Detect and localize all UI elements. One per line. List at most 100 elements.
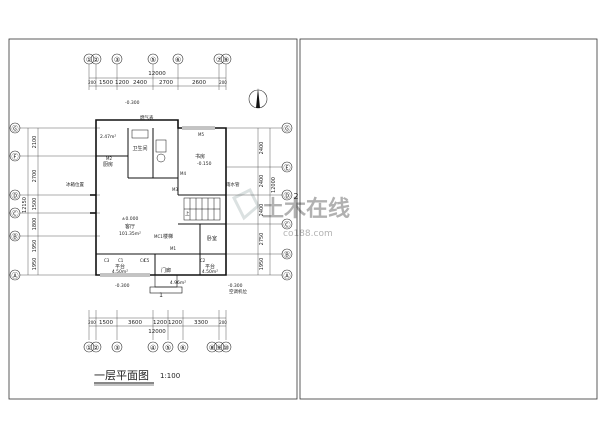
room-kitchen: 厨房 [103,161,113,168]
room-bed1: 卧室 [207,235,217,242]
svg-text:101.35m²: 101.35m² [119,231,141,237]
svg-text:2400: 2400 [133,80,147,86]
svg-text:2700: 2700 [32,170,38,183]
svg-text:Ⓕ: Ⓕ [12,153,19,161]
svg-text:上: 上 [185,210,190,217]
svg-text:M5: M5 [198,132,204,137]
svg-text:-0.300: -0.300 [228,283,243,289]
annotations: ±0.000 101.35m² -0.300 -0.150 -0.300 -0.… [66,100,247,299]
svg-text:1950: 1950 [32,240,38,253]
svg-text:1950: 1950 [259,258,265,271]
svg-text:⑧: ⑧ [209,344,215,352]
svg-text:-0.150: -0.150 [197,161,212,167]
room-labels: 厨房 书房 卫生间 客厅 卧室 楼梯 门廊 平台 平台 [103,145,217,274]
svg-text:1500: 1500 [32,198,38,211]
room-bath: 卫生间 [132,145,147,152]
svg-text:co188.com: co188.com [283,229,333,239]
svg-text:Ⓔ: Ⓔ [284,164,291,172]
exterior-walls [90,119,227,276]
svg-text:200: 200 [88,80,96,85]
porch-steps [149,274,183,294]
svg-text:±0.000: ±0.000 [122,216,139,222]
svg-text:2600: 2600 [192,80,206,86]
bath-fixtures [131,129,167,163]
svg-text:⑨: ⑨ [216,344,222,352]
svg-text:-0.300: -0.300 [115,283,130,289]
dimension-chain-bottom: 200 1500 3600 1200 1200 3300 200 12000 [88,310,227,340]
svg-text:⑨: ⑨ [223,56,229,64]
svg-text:空调机位: 空调机位 [229,288,247,295]
window-markers [100,126,215,277]
room-porch: 门廊 [161,267,171,274]
axis-bubbles-left: Ⓖ Ⓕ Ⓓ Ⓒ Ⓑ Ⓐ [9,122,21,281]
svg-text:Ⓐ: Ⓐ [12,272,19,280]
svg-text:⑥: ⑥ [175,56,181,64]
svg-text:C1: C1 [118,258,124,263]
component-codes: C1 C2 C3 C4 C5 M1 M2 M3 M4 M5 MC1 [104,132,206,263]
svg-text:2750: 2750 [259,233,265,246]
svg-text:3300: 3300 [194,320,208,326]
svg-text:Ⓓ: Ⓓ [12,192,19,200]
svg-text:1200: 1200 [153,320,167,326]
svg-text:②: ② [93,56,99,64]
svg-text:1800: 1800 [32,218,38,231]
north-arrow-icon [248,88,268,109]
svg-text:⑥: ⑥ [180,344,186,352]
sheet-frame-left [8,38,298,400]
room-terrace1: 平台 [115,263,125,270]
svg-text:Ⓑ: Ⓑ [12,233,19,241]
svg-text:M3: M3 [172,187,178,192]
svg-text:C3: C3 [104,258,110,263]
svg-text:③: ③ [114,56,120,64]
drawing-scale: 1:100 [160,372,180,380]
svg-text:Ⓖ: Ⓖ [284,125,291,133]
svg-text:Ⓒ: Ⓒ [284,221,291,229]
svg-text:1200: 1200 [115,80,129,86]
svg-text:⑩: ⑩ [223,344,229,352]
svg-text:燃气表: 燃气表 [140,114,154,121]
svg-text:2700: 2700 [159,80,173,86]
room-lobby: 客厅 [125,223,135,230]
svg-text:4.50m²: 4.50m² [112,269,128,275]
room-terrace2: 平台 [205,263,215,270]
axis-bubbles-bottom: ① ② ③ ④ ⑤ ⑥ ⑧ ⑨ ⑩ [83,341,232,353]
stair-symbol [183,197,221,221]
svg-text:①: ① [86,344,92,352]
svg-text:Ⓒ: Ⓒ [12,210,19,218]
svg-text:C5: C5 [144,258,150,263]
svg-text:M2: M2 [106,156,112,161]
sheet-frame-right [299,38,598,400]
svg-text:12000: 12000 [148,71,166,77]
svg-text:12150: 12150 [22,197,28,213]
svg-text:2400: 2400 [259,142,265,155]
svg-text:MC1: MC1 [154,234,163,239]
svg-text:2400: 2400 [259,175,265,188]
svg-text:雨水管: 雨水管 [226,181,240,188]
svg-text:3600: 3600 [128,320,142,326]
interior-walls [96,128,226,275]
svg-text:1500: 1500 [99,320,113,326]
svg-text:Ⓓ: Ⓓ [284,192,291,200]
svg-text:12000: 12000 [148,329,166,335]
svg-text:Ⓐ: Ⓐ [284,272,291,280]
svg-text:2100: 2100 [32,136,38,149]
svg-text:4.96m²: 4.96m² [170,280,186,286]
svg-text:M1: M1 [170,246,176,251]
svg-text:2.47m²: 2.47m² [100,134,116,140]
drawing-title: 一层平面图 [94,369,149,382]
watermark-logo: 土木在线 co188.com [231,187,350,239]
svg-text:200: 200 [219,80,227,85]
svg-text:C2: C2 [200,258,206,263]
svg-text:-0.300: -0.300 [125,100,140,106]
svg-text:③: ③ [114,344,120,352]
svg-text:1950: 1950 [32,258,38,271]
svg-text:土木在线: 土木在线 [262,196,350,222]
svg-text:②: ② [93,344,99,352]
svg-text:4.50m²: 4.50m² [202,269,218,275]
dimension-chain-right: 2400 2400 2400 2750 1950 12000 [226,127,282,276]
svg-text:1200: 1200 [168,320,182,326]
svg-text:M4: M4 [180,171,186,176]
svg-text:200: 200 [88,320,96,325]
dimension-chain-left: 2100 2700 1500 1800 1950 1950 12150 [20,127,100,276]
